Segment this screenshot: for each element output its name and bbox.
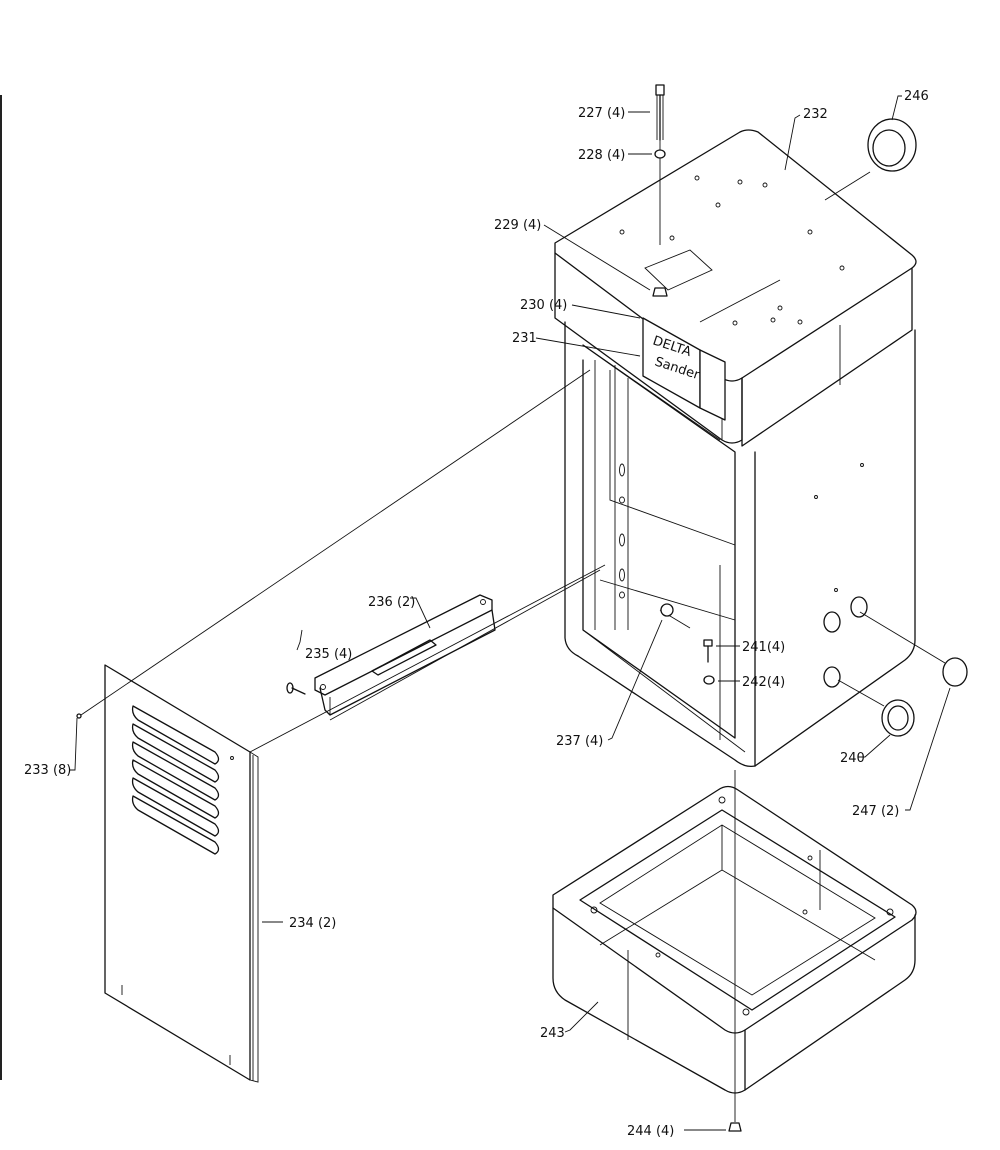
- cabinet-body: [554, 129, 917, 768]
- label-242: 242(4): [742, 675, 785, 690]
- plug-247: [859, 611, 968, 687]
- label-247: 247 (2): [852, 804, 899, 819]
- label-229: 229 (4): [494, 218, 541, 233]
- label-227: 227 (4): [578, 106, 625, 121]
- nut-237: [660, 603, 674, 617]
- leader-lines: [70, 95, 951, 1131]
- nut-229: [652, 287, 668, 297]
- projection-line: [80, 369, 591, 716]
- nut-244: [728, 1122, 742, 1132]
- plug-246: [824, 118, 917, 201]
- screw-235: [286, 682, 306, 695]
- screw-233: [76, 713, 82, 719]
- bolt-227: [655, 84, 665, 245]
- label-235: 235 (4): [305, 647, 352, 662]
- side-panel-234: [104, 664, 259, 1083]
- label-241: 241(4): [742, 640, 785, 655]
- label-243: 243: [540, 1026, 565, 1041]
- label-231: 231: [512, 331, 537, 346]
- label-232: 232: [803, 107, 828, 122]
- label-244: 244 (4): [627, 1124, 674, 1139]
- left-border-line: [0, 95, 2, 1080]
- panel-louvers: [131, 705, 220, 855]
- label-246: 246: [904, 89, 929, 104]
- projection-line-2: [249, 564, 606, 753]
- stand-base: [552, 785, 917, 1094]
- label-230: 230 (4): [520, 298, 567, 313]
- bracket-236: [314, 569, 601, 721]
- screw-241: [703, 639, 713, 663]
- washer-228: [654, 149, 666, 159]
- bushing-240: [837, 679, 915, 737]
- part-labels: 227 (4) 228 (4) 229 (4) 230 (4) 231 232 …: [24, 89, 929, 1139]
- label-233: 233 (8): [24, 763, 71, 778]
- label-228: 228 (4): [578, 148, 625, 163]
- label-234: 234 (2): [289, 916, 336, 931]
- washer-242: [703, 675, 715, 685]
- logo-plate: DELTA Sander: [642, 317, 726, 421]
- label-237: 237 (4): [556, 734, 603, 749]
- label-236: 236 (2): [368, 595, 415, 610]
- label-240: 240: [840, 751, 865, 766]
